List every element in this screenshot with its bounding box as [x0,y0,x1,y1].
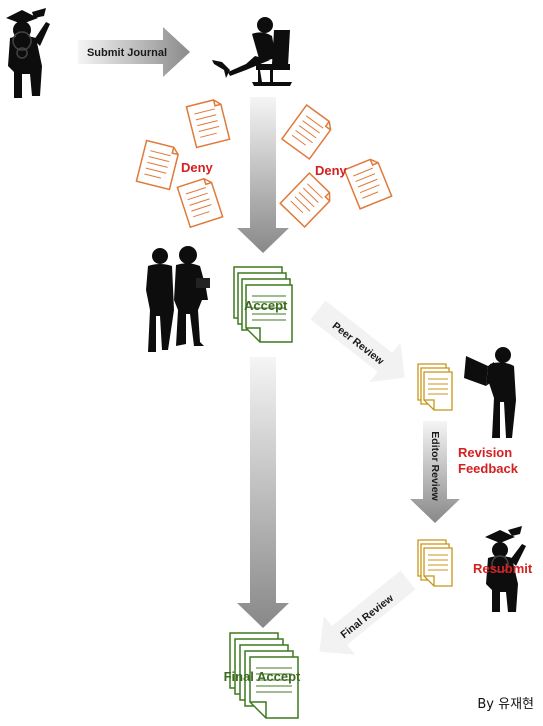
deny-right-label: Deny [315,163,348,178]
feedback-label-line2: Feedback [458,461,519,476]
editor-review-label: Editor Review [429,431,441,501]
submit-journal-label: Submit Journal [87,47,167,59]
denied-paper-icon [185,99,231,149]
revision-label-line1: Revision [458,445,512,460]
final-accept-document-stack-icon [229,632,299,719]
peer-review-document-stack-icon [417,363,453,411]
deny-left-label: Deny [181,160,214,175]
resubmitting-graduate-silhouette-icon [485,526,526,612]
denied-paper-icon [135,139,179,191]
accept-document-stack-icon [233,266,293,343]
final-accept-label: Final Accept [224,669,301,684]
accept-label: Accept [244,298,288,313]
resubmit-label: Resubmit [473,561,533,576]
denied-paper-icon [343,158,393,210]
editor-to-accept-arrow [237,97,289,253]
denied-paper-icon [176,177,224,229]
accept-to-final-arrow [237,357,289,628]
editor-review-arrow [410,421,460,523]
two-men-silhouette-icon [146,246,210,352]
reviewer-reading-silhouette-icon [464,347,516,438]
resubmit-document-stack-icon [417,539,453,587]
denied-paper-icon [280,103,332,161]
graduate-silhouette-icon [6,8,50,98]
editor-in-chair-silhouette-icon [212,17,292,86]
peer-review-arrow [310,300,405,383]
author-credit: By 유재현 [477,697,534,712]
denied-paper-icon [279,172,331,228]
final-review-arrow [319,570,416,655]
submit-journal-arrow [78,27,190,77]
